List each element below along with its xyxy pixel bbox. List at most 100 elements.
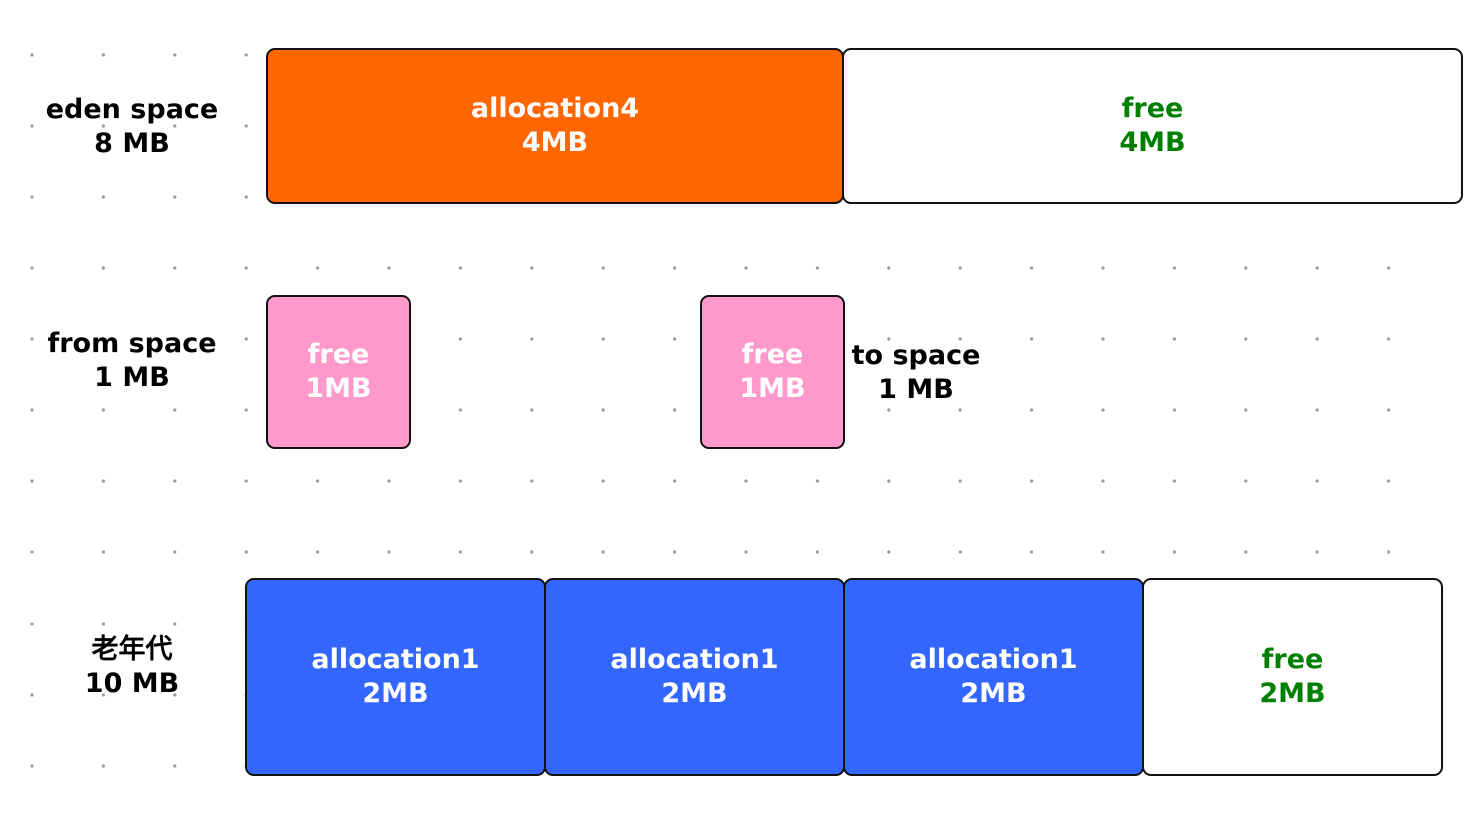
grid-dot (1101, 479, 1105, 483)
grid-dot (244, 479, 248, 483)
grid-dot (530, 266, 534, 270)
grid-dot (173, 337, 177, 341)
grid-dot (1101, 266, 1105, 270)
grid-dot (387, 550, 391, 554)
grid-dot (173, 53, 177, 57)
eden-space-title: eden space (45, 94, 219, 125)
grid-dot (30, 266, 34, 270)
grid-dot (530, 479, 534, 483)
grid-dot (387, 266, 391, 270)
block-name: free (1261, 644, 1324, 675)
to-space-label: to space 1 MB (816, 339, 1016, 407)
block-name: free (307, 339, 370, 370)
grid-dot (173, 408, 177, 412)
block-size: 2MB (960, 678, 1027, 709)
grid-dot (601, 479, 605, 483)
grid-dot (316, 479, 320, 483)
block-size: 1MB (305, 373, 372, 404)
grid-dot (1172, 337, 1176, 341)
grid-dot (887, 479, 891, 483)
old-gen-title: 老年代 (91, 634, 173, 665)
grid-dot (815, 266, 820, 270)
grid-dot (244, 408, 248, 412)
grid-dot (958, 266, 962, 270)
grid-dot (1244, 479, 1248, 483)
grid-dot (30, 764, 34, 768)
block-size: 1MB (739, 373, 806, 404)
grid-dot (30, 550, 34, 554)
grid-dot (673, 479, 677, 483)
from-space-title: from space (47, 328, 217, 359)
grid-dot (815, 479, 820, 483)
grid-dot (316, 550, 320, 554)
grid-dot (30, 622, 34, 626)
to-space-title: to space (851, 340, 981, 371)
grid-dot (958, 479, 962, 483)
grid-dot (387, 479, 391, 483)
grid-dot (601, 550, 605, 554)
grid-dot (1244, 408, 1248, 412)
grid-dot (101, 550, 105, 554)
eden-space-size: 8 MB (94, 128, 170, 159)
old-gen-label: 老年代 10 MB (32, 633, 232, 701)
block-name: allocation1 (610, 644, 779, 675)
old-gen-allocation1-block: allocation1 2MB (843, 578, 1144, 776)
from-space-label: from space 1 MB (32, 327, 232, 395)
grid-dot (458, 408, 462, 412)
block-name: free (741, 339, 804, 370)
block-name: allocation1 (311, 644, 480, 675)
grid-dot (30, 693, 34, 697)
grid-dot (173, 266, 177, 270)
grid-dot (458, 550, 462, 554)
grid-dot (887, 550, 891, 554)
grid-dot (173, 195, 177, 199)
grid-dot (101, 195, 105, 199)
old-gen-allocation1-block: allocation1 2MB (245, 578, 546, 776)
grid-dot (30, 479, 34, 483)
grid-dot (173, 622, 177, 626)
grid-dot (30, 124, 34, 128)
grid-dot (458, 266, 462, 270)
grid-dot (1244, 266, 1248, 270)
block-name: free (1121, 93, 1184, 124)
grid-dot (1101, 550, 1105, 554)
grid-dot (1387, 550, 1391, 554)
grid-dot (458, 479, 462, 483)
grid-dot (1030, 550, 1034, 554)
grid-dot (244, 195, 248, 199)
block-size: 4MB (521, 127, 589, 158)
block-size: 2MB (1259, 678, 1326, 709)
block-size: 2MB (362, 678, 429, 709)
grid-dot (173, 764, 177, 768)
grid-dot (744, 479, 748, 483)
grid-dot (1387, 337, 1391, 341)
grid-dot (30, 337, 34, 341)
grid-dot (1172, 408, 1176, 412)
grid-dot (173, 124, 177, 128)
grid-dot (101, 53, 105, 57)
eden-allocation4-block: allocation4 4MB (266, 48, 844, 204)
grid-dot (244, 266, 248, 270)
from-space-free-block: free 1MB (266, 295, 411, 449)
grid-dot (1315, 337, 1319, 341)
grid-dot (1030, 337, 1034, 341)
grid-dot (1101, 337, 1105, 341)
grid-dot (1101, 408, 1105, 412)
grid-dot (101, 764, 105, 768)
grid-dot (530, 408, 534, 412)
grid-dot (173, 693, 177, 697)
grid-dot (101, 337, 105, 341)
from-space-size: 1 MB (94, 362, 170, 393)
grid-dot (887, 266, 891, 270)
grid-dot (958, 337, 962, 341)
grid-dot (458, 337, 462, 341)
grid-dot (673, 266, 677, 270)
grid-dot (101, 479, 105, 483)
eden-space-label: eden space 8 MB (32, 93, 232, 161)
grid-dot (673, 337, 677, 341)
grid-dot (1030, 479, 1034, 483)
grid-dot (101, 124, 105, 128)
block-name: allocation4 (470, 93, 640, 124)
grid-dot (1387, 479, 1391, 483)
grid-dot (316, 266, 320, 270)
